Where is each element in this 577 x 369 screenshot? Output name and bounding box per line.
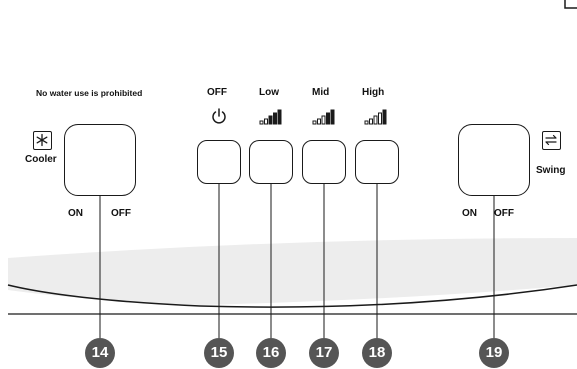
swing-label: Swing [536,165,566,176]
fan-low-button[interactable] [249,140,293,184]
cooler-off-label: OFF [111,208,131,219]
cooler-button[interactable] [64,124,136,196]
signal-bars-icon-low [259,109,282,125]
fan-mid-button[interactable] [302,140,346,184]
callout-15: 15 [204,338,234,368]
cooler-on-label: ON [68,208,83,219]
swing-off-label: OFF [494,208,514,219]
swing-button[interactable] [458,124,530,196]
signal-bars-icon-high [364,109,387,125]
panel-band [8,238,577,305]
callout-16: 16 [256,338,286,368]
signal-bars-icon-mid [312,109,335,125]
power-icon [212,108,226,124]
fan-off-label: OFF [207,87,227,98]
fan-high-label: High [362,87,385,98]
callout-18: 18 [362,338,392,368]
fan-low-label: Low [259,87,279,98]
swing-icon [542,131,561,150]
warning-text: No water use is prohibited [36,88,143,98]
fan-high-button[interactable] [355,140,399,184]
callout-14: 14 [85,338,115,368]
swing-on-label: ON [462,208,477,219]
panel-corner-line [564,0,577,9]
callout-17: 17 [309,338,339,368]
cooler-label: Cooler [25,154,57,165]
snowflake-icon [33,131,52,150]
fan-off-button[interactable] [197,140,241,184]
panel-bottom-edge [7,284,577,308]
callout-19: 19 [479,338,509,368]
fan-mid-label: Mid [312,87,330,98]
